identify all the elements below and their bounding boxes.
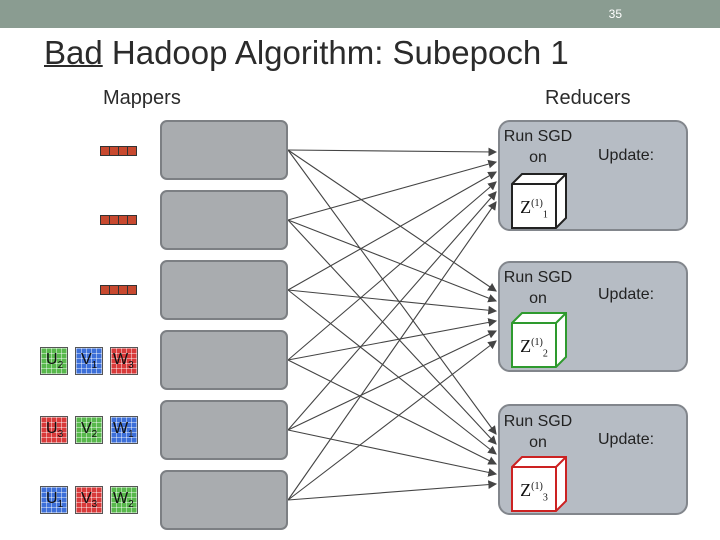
mappers-label: Mappers [103, 87, 181, 109]
w-block [110, 347, 138, 375]
mapper-reducer-edge [287, 191, 497, 431]
mapper-reducer-edge [287, 147, 498, 157]
mapper-reducer-edge [287, 171, 497, 291]
reducer-update-label: Update: [598, 147, 655, 164]
mapper-reducer-edge [287, 219, 497, 445]
title-underlined-word: Bad [44, 34, 103, 71]
mapper-reducer-edge [287, 359, 497, 465]
title-rest: Hadoop Algorithm: Subepoch 1 [102, 34, 569, 71]
reducer-update-label: Update: [598, 431, 655, 448]
mapper-reducer-edge [287, 201, 497, 501]
z-label: Z(1)1 [520, 197, 548, 221]
u-block [40, 416, 68, 444]
block-label: U3 [46, 420, 64, 441]
data-strip-icon [100, 285, 137, 295]
mapper-reducer-edge [287, 480, 498, 501]
mapper-reducer-edge [287, 330, 497, 431]
mapper-box-2 [160, 190, 288, 250]
mapper-reducer-edge [287, 289, 498, 315]
mapper-box-3 [160, 260, 288, 320]
mapper-reducer-edge [287, 149, 497, 292]
data-strip-icon [100, 215, 137, 225]
mapper-reducer-edge [287, 318, 498, 361]
mapper-reducer-edge [287, 159, 498, 221]
mapper-reducer-edge [287, 429, 498, 477]
header-bar: 35 [0, 0, 720, 28]
v-block [75, 486, 103, 514]
block-label: W1 [113, 420, 134, 441]
slide-number: 35 [608, 7, 622, 21]
reducer-run-label: Run SGD on [503, 128, 573, 166]
block-label: U2 [46, 351, 64, 372]
reducer-run-label: Run SGD on [503, 269, 573, 307]
z-label: Z(1)3 [520, 480, 548, 504]
reducer-run-label: Run SGD on [503, 413, 573, 451]
block-label: V2 [81, 420, 98, 441]
z-label: Z(1)2 [520, 336, 548, 360]
z-cube-icon [511, 312, 567, 368]
mapper-box-5 [160, 400, 288, 460]
mapper-reducer-edge [287, 219, 498, 303]
mapper-box-1 [160, 120, 288, 180]
w-block [110, 416, 138, 444]
u-block [40, 347, 68, 375]
data-strip-icon [100, 146, 137, 156]
z-cube-icon [511, 173, 567, 229]
block-label: W2 [113, 490, 134, 511]
mapper-reducer-edge [287, 340, 497, 501]
block-label: V3 [81, 490, 98, 511]
u-block [40, 486, 68, 514]
slide-title: Bad Hadoop Algorithm: Subepoch 1 [44, 34, 569, 72]
mapper-reducer-edge [287, 289, 497, 455]
mapper-reducer-edge [287, 149, 497, 435]
z-cube-icon [511, 456, 567, 512]
reducer-update-label: Update: [598, 286, 655, 303]
reducers-label: Reducers [545, 87, 631, 109]
block-label: W3 [113, 351, 134, 372]
v-block [75, 416, 103, 444]
mapper-reducer-edge [287, 181, 497, 361]
v-block [75, 347, 103, 375]
mapper-box-4 [160, 330, 288, 390]
block-label: V1 [81, 351, 98, 372]
mapper-box-6 [160, 470, 288, 530]
w-block [110, 486, 138, 514]
block-label: U1 [46, 490, 64, 511]
